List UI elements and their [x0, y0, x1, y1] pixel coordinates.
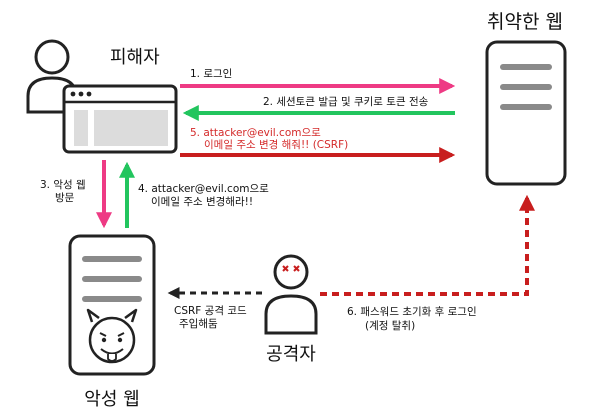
step3-label-line1: 3. 악성 웹 [40, 179, 86, 191]
step6-arrow [320, 194, 535, 296]
step6-label-line1: 6. 패스워드 초기화 후 로그인 [347, 305, 477, 318]
devil-face-icon [86, 308, 138, 364]
vulnerable-web-label: 취약한 웹 [487, 11, 563, 33]
attacker-person-icon [264, 254, 318, 335]
step2-label: 2. 세션토큰 발급 및 쿠키로 토큰 전송 [263, 96, 429, 108]
step6-label-line2: (계정 탈취) [365, 319, 415, 332]
step1-label: 1. 로그인 [190, 68, 232, 80]
browser-window-icon [62, 84, 178, 154]
vulnerable-server-icon [485, 40, 567, 186]
inject-label-line2: 주입해둠 [179, 317, 218, 330]
step4-label-line2: 이메일 주소 변경해라!! [151, 195, 253, 208]
step4-label-line1: 4. attacker@evil.com으로 [138, 183, 269, 195]
attacker-label: 공격자 [266, 344, 316, 365]
step5-label-line1: 5. attacker@evil.com으로 [190, 127, 321, 139]
step5-label-line2: 이메일 주소 변경 해줘!! (CSRF) [204, 138, 348, 151]
malicious-web-label: 악성 웹 [84, 389, 139, 410]
step3-label-line2: 방문 [55, 192, 75, 204]
inject-label-line1: CSRF 공격 코드 [174, 304, 247, 317]
victim-label: 피해자 [110, 47, 160, 68]
